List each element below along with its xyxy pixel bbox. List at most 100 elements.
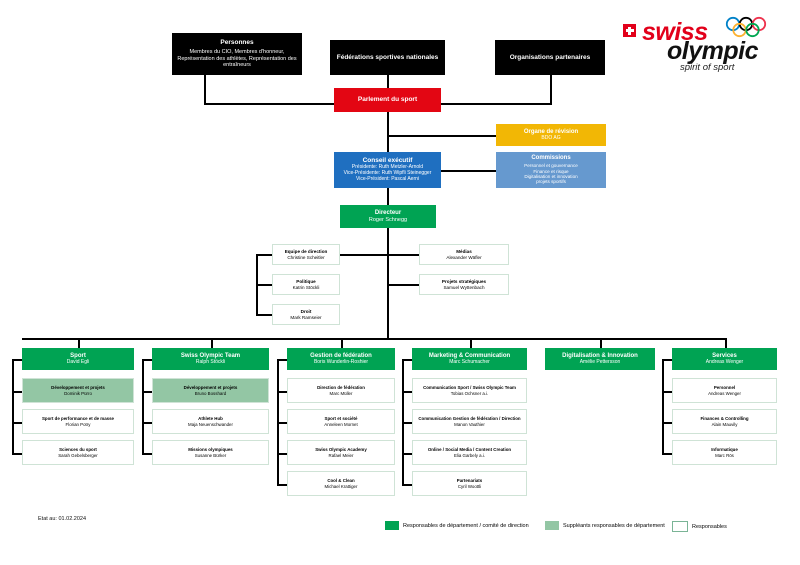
- logo-brand-swiss: swiss: [642, 18, 708, 46]
- box-politique: Politique Katrin Stöckli: [272, 274, 340, 295]
- connector-dept-item-tick: [12, 452, 22, 455]
- department-title: Marketing & Communication: [428, 352, 511, 359]
- connector-dept-item-tick: [402, 483, 412, 486]
- unit-lead: Florian Potry: [65, 421, 91, 427]
- unit-title: Sport et société: [324, 416, 358, 422]
- connector-dept-head-tick: [402, 359, 412, 361]
- connector-dept-head-tick: [12, 359, 22, 361]
- connector-dept-rail: [12, 359, 14, 453]
- unit-title: Développement et projets: [51, 385, 105, 391]
- department-unit-4-3[interactable]: Online / Social Media / Content Creation…: [412, 440, 527, 465]
- unit-title: Développement et projets: [183, 385, 238, 391]
- connector-staff-right-1: [389, 254, 419, 256]
- department-lead: Boris Wunderlin-Roshier: [313, 358, 369, 365]
- unit-title: Communication Sport / Swiss Olympic Team: [423, 385, 516, 391]
- box-droit: Droit Mark Ramseier: [272, 304, 340, 325]
- connector-dept-item-tick: [12, 421, 22, 424]
- connector-dept-item-tick: [277, 390, 287, 393]
- logo-brand-olympic: olympic: [667, 37, 758, 65]
- unit-lead: Susanne Bürker: [194, 452, 227, 458]
- connector-dept-item-tick: [662, 452, 672, 455]
- connector-organisations-across: [438, 103, 552, 105]
- swiss-cross-icon: [623, 24, 636, 37]
- legend-item-responsables: Responsables: [672, 521, 727, 532]
- department-title: Swiss Olympic Team: [180, 352, 241, 359]
- unit-lead: Rafael Meier: [328, 452, 354, 458]
- legend-item-suppleants: Suppléants responsables de département: [545, 521, 665, 530]
- connector-personnes-down: [204, 75, 206, 105]
- olympic-rings-icon: [725, 16, 767, 38]
- unit-title: Cool & Clean: [327, 478, 355, 484]
- legend-swatch-white: [672, 521, 688, 532]
- box-equipe-de-direction: Equipe de direction Christine Scheitler: [272, 244, 340, 265]
- connector-dept-item-tick: [142, 452, 152, 455]
- box-organisations-partenaires: Organisations partenaires: [495, 40, 605, 75]
- legend-label-white: Responsables: [692, 523, 727, 530]
- connector-staff-right-2: [389, 284, 419, 286]
- connector-staff-left-tick-1: [256, 254, 272, 256]
- connector-dept-rail: [662, 359, 664, 453]
- department-unit-4-1[interactable]: Communication Sport / Swiss Olympic Team…: [412, 378, 527, 403]
- box-directeur: Directeur Roger Schnegg: [340, 205, 436, 228]
- connector-dept-stub: [724, 338, 727, 348]
- unit-title: Direction de fédération: [317, 385, 365, 391]
- swiss-olympic-logo: swiss olympic spirit of sport: [612, 14, 782, 76]
- department-lead: David Egli: [66, 358, 90, 365]
- connector-parliament-exec: [387, 112, 389, 152]
- box-projets-strategiques: Projets stratégiques Samuel Wyttenbach: [419, 274, 509, 295]
- connector-dept-item-tick: [142, 421, 152, 424]
- unit-title: Missions olympiques: [188, 447, 233, 453]
- connector-dept-item-tick: [277, 483, 287, 486]
- connector-exec-director: [387, 188, 389, 205]
- connector-dept-item-tick: [662, 421, 672, 424]
- connector-dept-item-tick: [142, 390, 152, 393]
- department-title: Services: [712, 352, 737, 359]
- legend-label-pale: Suppléants responsables de département: [563, 522, 665, 529]
- unit-lead: Anneleen Mornet: [324, 421, 358, 427]
- connector-staff-left-tick-3: [256, 314, 272, 316]
- unit-title: Swiss Olympic Academy: [315, 447, 367, 453]
- unit-title: Finances & Controlling: [700, 416, 749, 422]
- unit-title: Athlete Hub: [198, 416, 223, 422]
- connector-exec-audit: [388, 135, 496, 137]
- connector-dept-item-tick: [277, 452, 287, 455]
- connector-staff-left-tick-2: [256, 284, 272, 286]
- department-unit-4-2[interactable]: Communication Gestion de fédération / Di…: [412, 409, 527, 434]
- connector-dept-head-tick: [662, 359, 672, 361]
- box-organe-de-revision: Organe de révision BDO AG: [496, 124, 606, 146]
- chart-date: Etat au: 01.02.2024: [38, 516, 87, 522]
- unit-lead: Marc Rös: [715, 452, 734, 458]
- connector-dept-rail: [277, 359, 279, 484]
- connector-dept-item-tick: [402, 452, 412, 455]
- connector-dept-rail: [402, 359, 404, 484]
- unit-lead: Maja Neuenschwander: [188, 421, 233, 427]
- unit-lead: Manon Vauthier: [454, 421, 485, 427]
- connector-dept-stub: [469, 338, 472, 348]
- unit-lead: Elia Garbely a.i.: [454, 452, 485, 458]
- box-federations-sportives: Fédérations sportives nationales: [330, 40, 445, 75]
- connector-dept-stub: [600, 338, 602, 348]
- box-commissions: Commissions Personnel et gouvernance Fin…: [496, 152, 606, 188]
- department-title: Gestion de fédération: [310, 352, 372, 359]
